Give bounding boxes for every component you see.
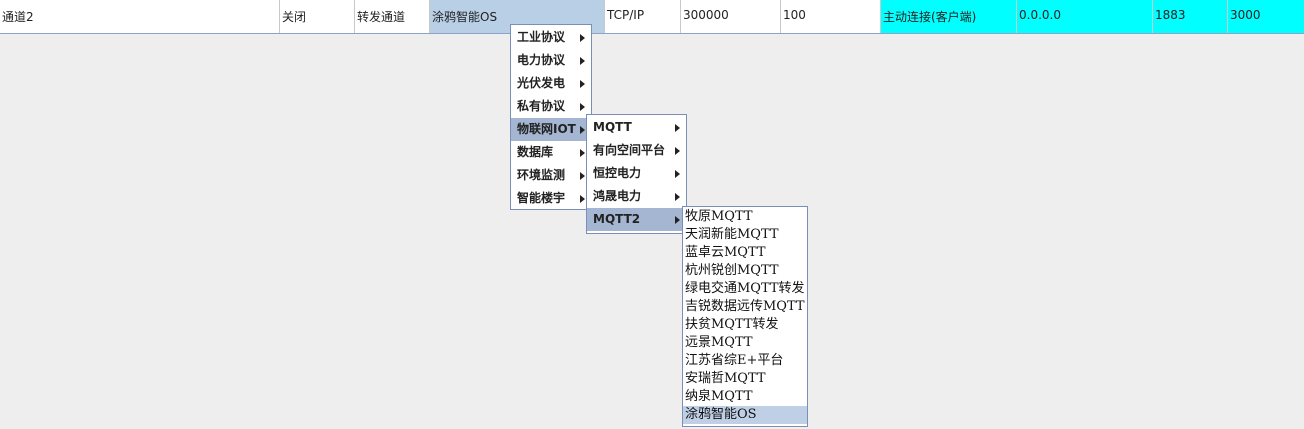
cell-channel-type[interactable]: 转发通道	[355, 0, 430, 33]
menu-item-hongsheng-power[interactable]: 鸿晟电力	[587, 185, 686, 208]
menu-item-photovoltaic[interactable]: 光伏发电	[511, 72, 591, 95]
menu-item-poverty-relief-mqtt[interactable]: 扶贫MQTT转发	[685, 317, 779, 332]
submenu-arrow-icon	[580, 80, 585, 88]
menu-item-hengkong-power[interactable]: 恒控电力	[587, 162, 686, 185]
menu-item-database[interactable]: 数据库	[511, 141, 591, 164]
menu-item-jirui-remote-mqtt[interactable]: 吉锐数据远传MQTT	[685, 299, 805, 314]
submenu-arrow-icon	[580, 103, 585, 111]
menu-item-directed-space-platform[interactable]: 有向空间平台	[587, 139, 686, 162]
menu-item-green-transport-mqtt[interactable]: 绿电交通MQTT转发	[685, 281, 805, 296]
submenu-arrow-icon	[675, 170, 680, 178]
iot-submenu: MQTT 有向空间平台 恒控电力 鸿晟电力 MQTT2	[586, 114, 687, 234]
cell-connection-mode[interactable]: 主动连接(客户端)	[881, 0, 1017, 33]
cell-ip-address[interactable]: 0.0.0.0	[1017, 0, 1153, 33]
submenu-arrow-icon	[580, 34, 585, 42]
submenu-arrow-icon	[580, 149, 585, 157]
cell-channel-name[interactable]: 通道2	[0, 0, 280, 33]
table-row[interactable]: 通道2 关闭 转发通道 涂鸦智能OS TCP/IP 300000 100 主动连…	[0, 0, 1304, 34]
submenu-arrow-icon	[580, 172, 585, 180]
protocol-category-menu: 工业协议 电力协议 光伏发电 私有协议 物联网IOT 数据库 环境监测 智能楼宇	[510, 24, 592, 210]
submenu-arrow-icon	[675, 124, 680, 132]
menu-item-jiangsu-eplus-platform[interactable]: 江苏省综E+平台	[685, 353, 784, 368]
menu-item-yuanjing-mqtt[interactable]: 远景MQTT	[685, 335, 753, 350]
submenu-arrow-icon	[675, 216, 680, 224]
menu-item-muyuan-mqtt[interactable]: 牧原MQTT	[685, 209, 753, 224]
mqtt2-submenu: 牧原MQTT 天润新能MQTT 蓝卓云MQTT 杭州锐创MQTT 绿电交通MQT…	[682, 206, 808, 427]
submenu-arrow-icon	[675, 193, 680, 201]
cell-extra-value[interactable]: 3000	[1228, 0, 1304, 33]
cell-transport[interactable]: TCP/IP	[605, 0, 681, 33]
submenu-arrow-icon	[675, 147, 680, 155]
cell-status[interactable]: 关闭	[280, 0, 355, 33]
submenu-arrow-icon	[580, 57, 585, 65]
menu-item-naquan-mqtt[interactable]: 纳泉MQTT	[685, 389, 753, 404]
menu-item-industrial-protocol[interactable]: 工业协议	[511, 26, 591, 49]
submenu-arrow-icon	[580, 195, 585, 203]
menu-item-mqtt2[interactable]: MQTT2	[587, 208, 686, 231]
menu-item-mqtt[interactable]: MQTT	[587, 116, 686, 139]
menu-item-power-protocol[interactable]: 电力协议	[511, 49, 591, 72]
menu-item-smart-building[interactable]: 智能楼宇	[511, 187, 591, 210]
menu-item-lanzhuoyun-mqtt[interactable]: 蓝卓云MQTT	[685, 245, 766, 260]
submenu-arrow-icon	[580, 126, 585, 134]
menu-item-tianrun-mqtt[interactable]: 天润新能MQTT	[685, 227, 779, 242]
cell-interval[interactable]: 100	[781, 0, 881, 33]
menu-item-tuya-os[interactable]: 涂鸦智能OS	[683, 406, 807, 424]
cell-port[interactable]: 1883	[1153, 0, 1228, 33]
menu-item-anruizhe-mqtt[interactable]: 安瑞哲MQTT	[685, 371, 766, 386]
menu-item-environment-monitoring[interactable]: 环境监测	[511, 164, 591, 187]
menu-item-iot[interactable]: 物联网IOT	[511, 118, 591, 141]
cell-timeout[interactable]: 300000	[681, 0, 781, 33]
menu-item-private-protocol[interactable]: 私有协议	[511, 95, 591, 118]
menu-item-hangzhou-ruichuang-mqtt[interactable]: 杭州锐创MQTT	[685, 263, 779, 278]
